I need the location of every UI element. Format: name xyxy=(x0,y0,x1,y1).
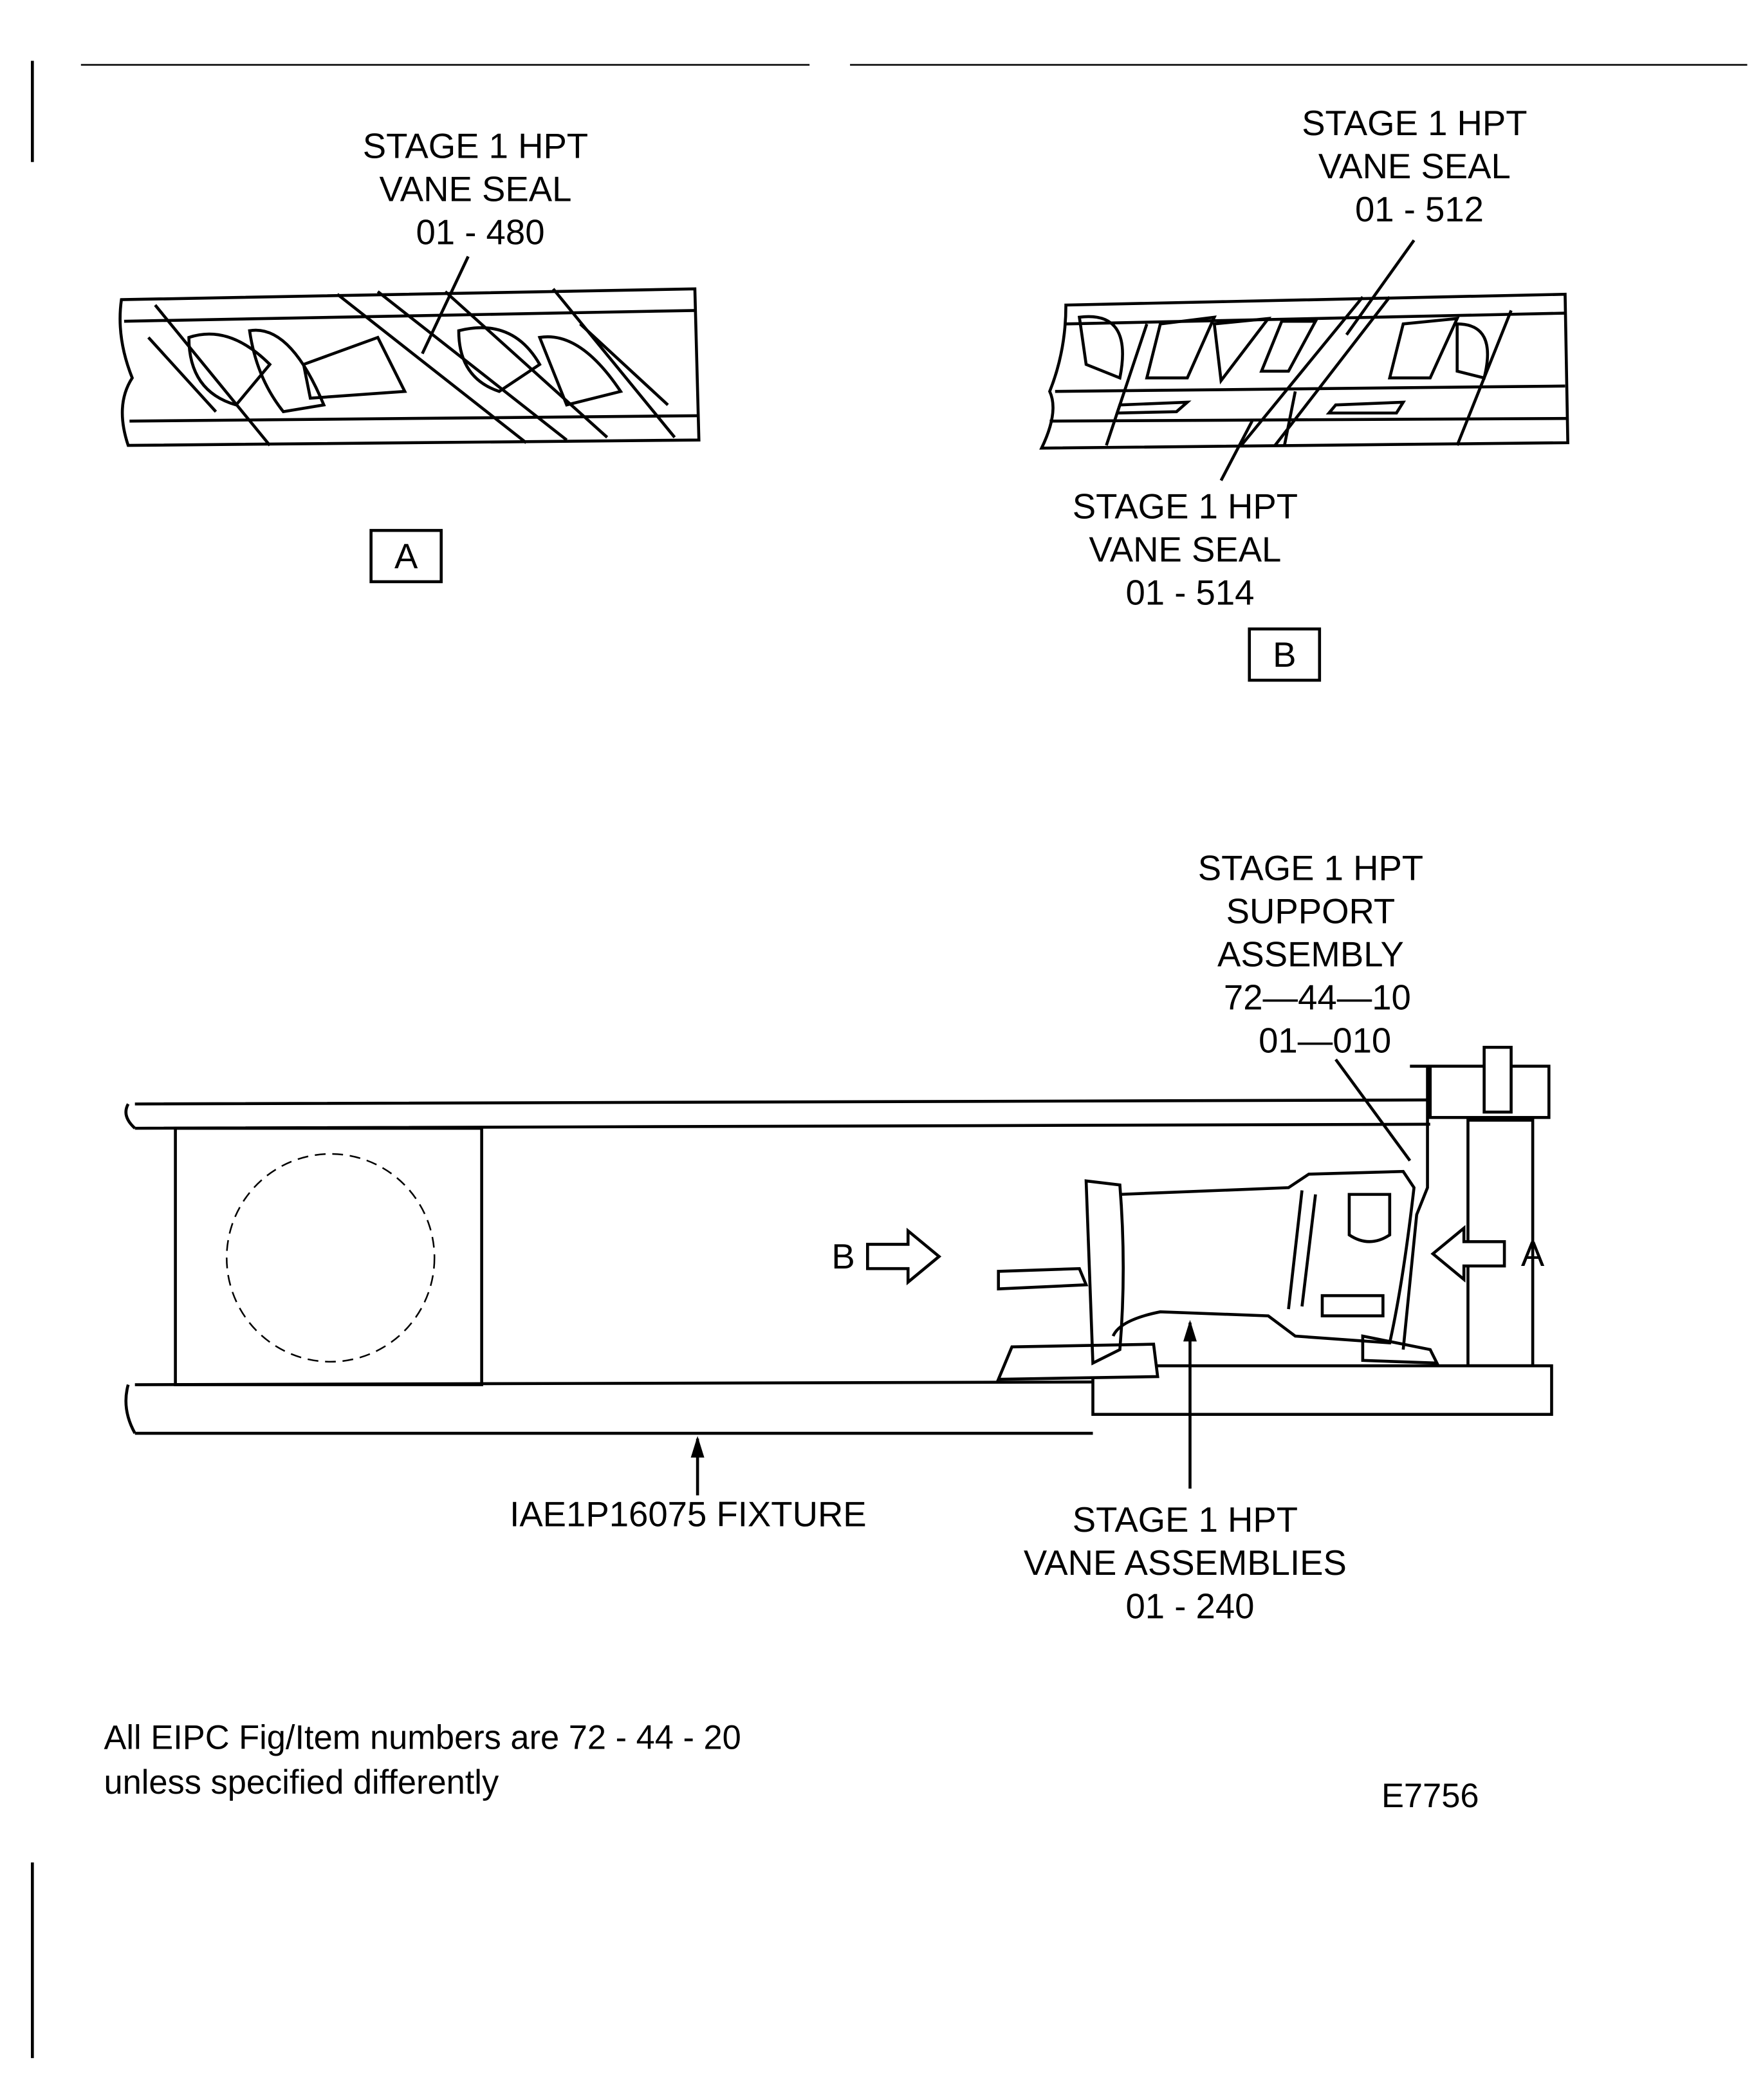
fixture-label: IAE1P16075 FIXTURE xyxy=(510,1495,867,1534)
view-b-marker-box xyxy=(1248,627,1322,682)
view-a-label: STAGE 1 HPT VANE SEAL 01 - 480 xyxy=(363,126,598,252)
figure-id: E7756 xyxy=(1381,1778,1479,1815)
leader-line xyxy=(421,256,470,355)
view-b: STAGE 1 HPT VANE SEAL 01 - 512 STAGE 1 H… xyxy=(1039,104,1569,682)
leader-line xyxy=(1334,1058,1412,1162)
footer-note: All EIPC Fig/Item numbers are 72 - 44 - … xyxy=(104,1720,1479,1815)
view-a-letter: A xyxy=(394,537,418,576)
fixture-leader xyxy=(690,1436,705,1496)
vane-assembly-drawing xyxy=(997,1064,1440,1366)
svg-text:A: A xyxy=(1521,1234,1545,1274)
view-a-direction-arrow: A xyxy=(1430,1225,1545,1283)
leader-line xyxy=(1219,420,1253,481)
support-assembly-label: STAGE 1 HPT SUPPORT ASSEMBLY 72—44—10 01… xyxy=(1198,848,1434,1060)
leader-line xyxy=(1345,239,1416,336)
fixture-drawing xyxy=(124,1045,1553,1435)
view-b-top-label: STAGE 1 HPT VANE SEAL 01 - 512 xyxy=(1302,104,1537,229)
svg-text:B: B xyxy=(831,1237,854,1276)
note-line-2: unless specified differently xyxy=(104,1764,499,1801)
main-assembly-view: STAGE 1 HPT SUPPORT ASSEMBLY 72—44—10 01… xyxy=(124,848,1553,1626)
view-a: STAGE 1 HPT VANE SEAL 01 - 480 A xyxy=(118,126,701,584)
vane-assemblies-leader xyxy=(1183,1319,1197,1489)
vane-seal-a-drawing xyxy=(118,287,701,447)
view-b-bottom-label: STAGE 1 HPT VANE SEAL 01 - 514 xyxy=(1073,487,1308,612)
view-b-letter: B xyxy=(1273,635,1296,674)
vane-seal-b-drawing xyxy=(1039,292,1569,450)
view-a-marker-box xyxy=(369,528,443,584)
view-b-direction-arrow: B xyxy=(831,1227,942,1286)
page-edges xyxy=(31,60,1748,2058)
note-line-1: All EIPC Fig/Item numbers are 72 - 44 - … xyxy=(104,1720,741,1757)
vane-assemblies-label: STAGE 1 HPT VANE ASSEMBLIES 01 - 240 xyxy=(1024,1500,1356,1626)
